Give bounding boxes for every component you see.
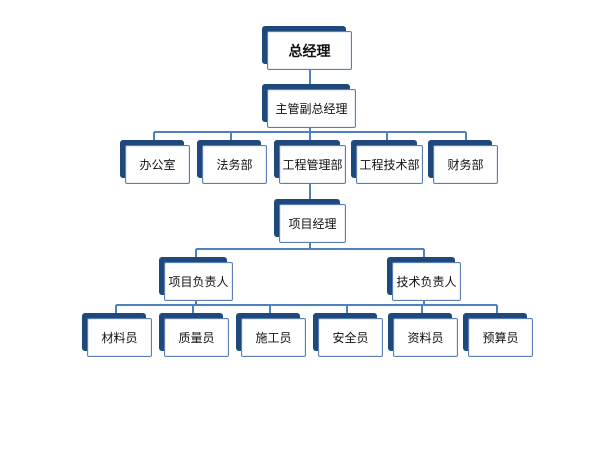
node-deputy-general-manager: 主管副总经理: [262, 84, 356, 128]
node-label: 财务部: [433, 145, 498, 184]
node-legal-department: 法务部: [197, 140, 267, 184]
node-engineering-management: 工程管理部: [274, 140, 346, 184]
node-label: 办公室: [125, 145, 190, 184]
node-quality-inspector: 质量员: [159, 313, 229, 357]
node-label: 总经理: [267, 31, 352, 70]
node-finance-department: 财务部: [428, 140, 498, 184]
node-label: 工程技术部: [356, 145, 423, 184]
node-office: 办公室: [120, 140, 190, 184]
node-project-manager: 项目经理: [274, 199, 346, 243]
node-technical-lead: 技术负责人: [387, 257, 461, 301]
node-label: 工程管理部: [279, 145, 346, 184]
node-label: 技术负责人: [392, 262, 461, 301]
node-label: 质量员: [164, 318, 229, 357]
node-safety-officer: 安全员: [313, 313, 383, 357]
node-materials-clerk: 材料员: [82, 313, 152, 357]
node-label: 法务部: [202, 145, 267, 184]
node-general-manager: 总经理: [262, 26, 352, 70]
node-budget-clerk: 预算员: [463, 313, 533, 357]
node-engineering-technology: 工程技术部: [351, 140, 423, 184]
node-label: 项目经理: [279, 204, 346, 243]
node-label: 施工员: [241, 318, 306, 357]
node-label: 预算员: [468, 318, 533, 357]
node-project-lead: 项目负责人: [159, 257, 233, 301]
node-label: 安全员: [318, 318, 383, 357]
node-construction-worker: 施工员: [236, 313, 306, 357]
node-label: 主管副总经理: [267, 89, 356, 128]
node-label: 资料员: [393, 318, 458, 357]
node-label: 材料员: [87, 318, 152, 357]
node-documentation-clerk: 资料员: [388, 313, 458, 357]
node-label: 项目负责人: [164, 262, 233, 301]
